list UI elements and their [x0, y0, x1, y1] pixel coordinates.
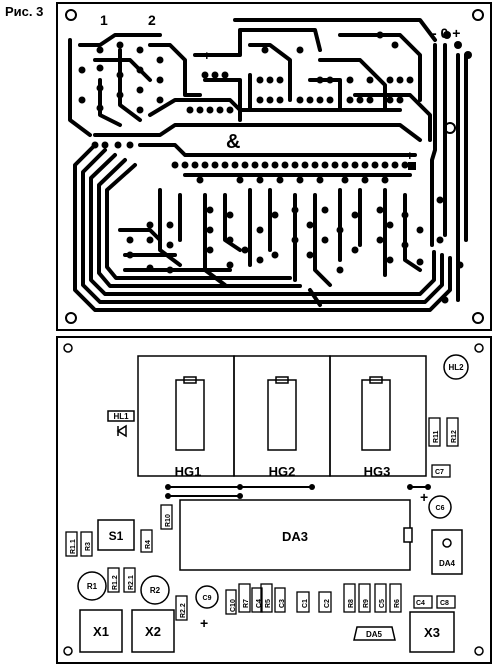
resistor-label-r10: R10 — [165, 514, 172, 527]
resistor-bodies — [65, 417, 459, 621]
switch-s1-label: S1 — [109, 529, 124, 543]
cap-label-c8: C8 — [440, 600, 449, 607]
cap-c6-body — [428, 495, 452, 519]
led-hl1-label: HL1 — [113, 412, 129, 421]
display-label-hg2: HG2 — [269, 464, 296, 479]
pcb-plus-label-2: + — [406, 148, 414, 163]
pin-row-top — [171, 161, 409, 169]
assembly-board-outline — [56, 336, 492, 664]
cap-label-c3: C3 — [279, 599, 286, 608]
connector-x1-label: X1 — [93, 624, 109, 639]
cap-c9-body — [195, 585, 219, 609]
resistor-label-r5: R5 — [265, 599, 272, 608]
pcb-label-1: 1 — [100, 12, 108, 28]
cap-label-c4: C4 — [256, 599, 263, 608]
chip-da5-label: DA5 — [366, 630, 383, 639]
resistor-label-r6: R6 — [394, 599, 401, 608]
resistor-labels: R1.1 R3 R4 R10 R1.2 R2.1 R2.2 R7 R5 R8 R… — [70, 430, 458, 618]
connector-x3-label: X3 — [424, 625, 440, 640]
switch-s1-body — [97, 519, 135, 551]
cap-label-c6: C6 — [436, 505, 445, 512]
display-label-hg3: HG3 — [364, 464, 391, 479]
resistor-label-r11: R11 — [433, 430, 440, 443]
cap-label-c2: C2 — [324, 599, 331, 608]
connector-x2-label: X2 — [145, 624, 161, 639]
pin-row-upper — [186, 31, 414, 114]
pot-r2-body — [140, 575, 170, 605]
resistor-label-r9: R9 — [363, 599, 370, 608]
resistor-label-r1-2: R1.2 — [112, 575, 119, 590]
cap-c9-plus: + — [200, 615, 208, 631]
display-hg1 — [137, 355, 235, 477]
pcb-plus-label: + — [203, 48, 211, 63]
cap-label-c5: C5 — [379, 599, 386, 608]
connector-x2-body — [131, 609, 175, 653]
assembly-mounting-holes — [63, 343, 484, 656]
resistor-label-r3: R3 — [85, 542, 92, 551]
resistor-label-r2-1: R2.1 — [128, 575, 135, 590]
resistor-label-r4: R4 — [145, 540, 152, 549]
capacitor-bodies — [225, 464, 456, 615]
resistor-label-r2-2: R2.2 — [180, 603, 187, 618]
resistor-label-r12: R12 — [451, 430, 458, 443]
chip-da5-body — [353, 626, 396, 641]
pin-row-left — [78, 41, 229, 149]
display-hg2 — [233, 355, 331, 477]
cap-label-c10: C10 — [230, 599, 237, 612]
led-hl1-symbol — [116, 424, 127, 438]
resistor-label-r8: R8 — [348, 599, 355, 608]
right-bus-pads — [436, 31, 472, 304]
copper-traces — [68, 18, 468, 312]
chip-da4-label: DA4 — [439, 559, 456, 568]
pot-r2-label: R2 — [150, 586, 161, 595]
cap-label-c7: C7 — [435, 469, 444, 476]
pcb-label-2: 2 — [148, 12, 156, 28]
pot-r1-body — [77, 571, 107, 601]
jumper-wires — [165, 484, 431, 499]
cap-c6-plus: + — [420, 489, 428, 505]
pot-r1-label: R1 — [87, 582, 98, 591]
pcb-pad-rows — [78, 31, 472, 304]
led-hl2-label: HL2 — [448, 363, 464, 372]
pin-row-lower — [126, 176, 424, 274]
square-pad — [408, 162, 416, 170]
cap-label-c9: C9 — [203, 595, 212, 602]
display-hg3 — [329, 355, 427, 477]
led-hl2-body — [443, 354, 469, 380]
pcb-ampersand: & — [226, 131, 240, 153]
pcb-trace-board: 1 2 + + & - 0 + — [56, 2, 492, 331]
capacitor-labels: C10 C4 C3 C1 C2 C5 C4 C8 C7 — [230, 469, 449, 612]
connector-x1-body — [79, 609, 123, 653]
display-label-hg1: HG1 — [175, 464, 202, 479]
pcb-supply-label: - 0 + — [432, 25, 460, 41]
display-blocks — [137, 355, 427, 477]
assembly-board: HG1 HG2 HG3 DA3 DA4 DA5 S1 X1 X2 X3 — [56, 336, 492, 664]
cap-label-c1: C1 — [302, 599, 309, 608]
figure-caption: Рис. 3 — [5, 4, 44, 19]
led-hl1-box — [107, 410, 135, 422]
chip-da3-label: DA3 — [282, 529, 308, 544]
pcb-board-outline — [56, 2, 492, 331]
cap-label-c4b: C4 — [416, 600, 425, 607]
resistor-label-r7: R7 — [243, 599, 250, 608]
connector-x3-body — [409, 611, 455, 653]
chip-da4-body — [431, 529, 463, 575]
resistor-label-r1-1: R1.1 — [70, 539, 77, 554]
